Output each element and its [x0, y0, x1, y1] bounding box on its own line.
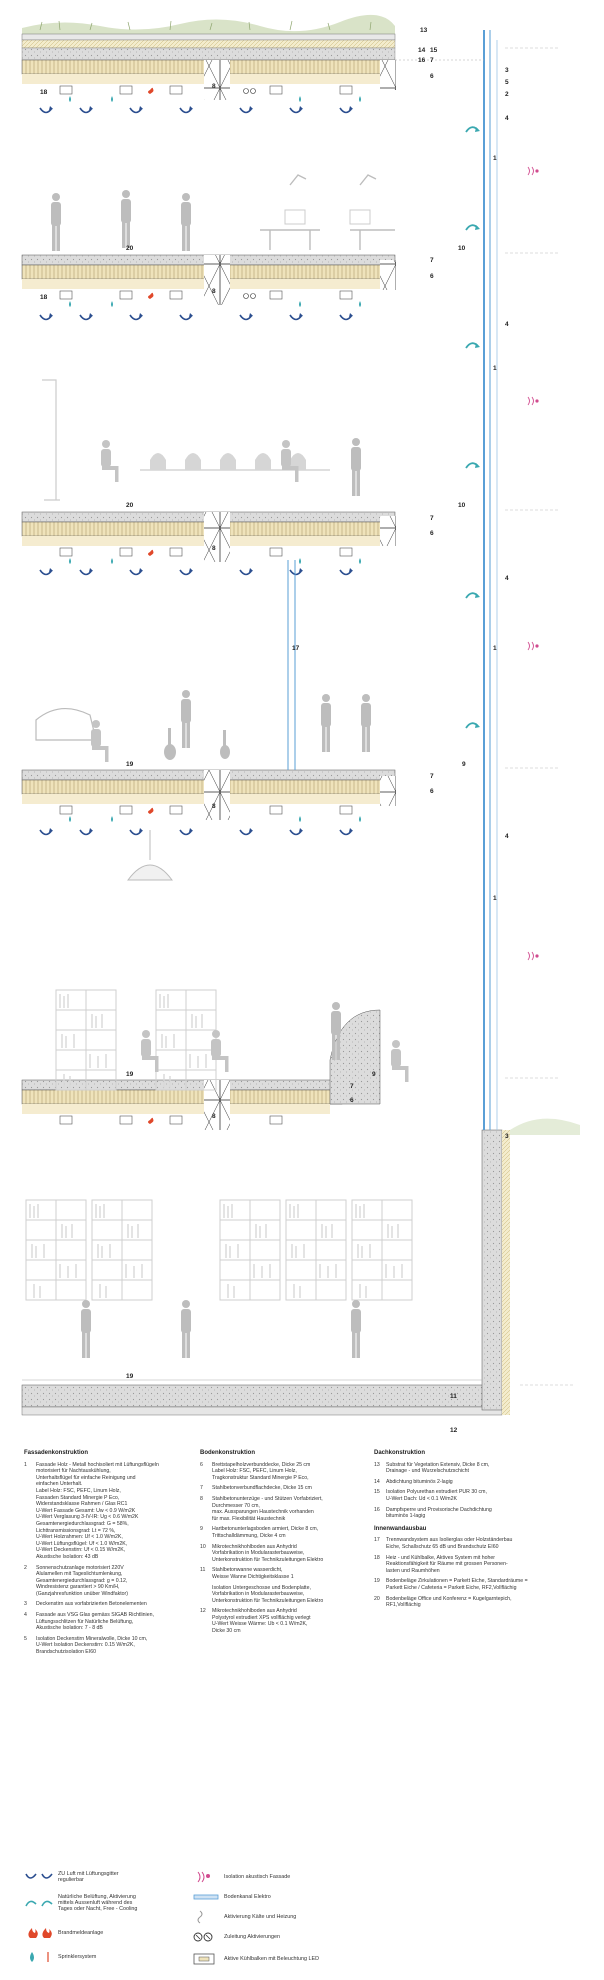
- symbol-key-right: Isolation akustisch Fassade Bodenkanal E…: [190, 1870, 470, 1974]
- label-8b: 8: [212, 288, 216, 295]
- label-8d: 8: [212, 803, 216, 810]
- label-7d: 7: [430, 773, 434, 780]
- label-3a: 3: [505, 67, 509, 74]
- label-20b: 20: [126, 502, 134, 509]
- label-6c: 6: [430, 530, 434, 537]
- fire-detector-icon: [28, 1928, 52, 1938]
- label-7a: 7: [430, 57, 434, 64]
- legend-interior-title: Innenwandausbau: [374, 1525, 427, 1532]
- label-7e: 7: [350, 1083, 354, 1090]
- people-furniture: [22, 174, 482, 1381]
- label-19c: 19: [126, 1373, 134, 1380]
- sprinkler-icon: [30, 1952, 49, 1962]
- ceiling-devices: [59, 85, 361, 1125]
- label-11: 11: [450, 1393, 457, 1400]
- label-6d: 6: [430, 788, 434, 795]
- label-5a: 5: [505, 79, 509, 86]
- label-2a: 2: [505, 91, 509, 98]
- label-4a: 4: [505, 115, 509, 122]
- floor-slabs: [21, 59, 510, 1416]
- heating-cooling-icon: [197, 1910, 203, 1924]
- label-1d: 1: [493, 895, 497, 902]
- supply-air-arrows-icon: [25, 1873, 53, 1879]
- ceiling-beams: [22, 74, 380, 1114]
- label-6b: 6: [430, 273, 434, 280]
- label-18a: 18: [40, 89, 48, 96]
- label-14: 14: [418, 47, 426, 54]
- label-13: 13: [420, 27, 428, 34]
- label-10b: 10: [458, 502, 466, 509]
- label-8e: 8: [212, 1113, 216, 1120]
- label-9b: 9: [372, 1071, 376, 1078]
- symbol-key-left: ZU Luft mit Lüftungsgitter regulierbar N…: [24, 1870, 204, 1970]
- acoustic-isolation-icon: [197, 1871, 210, 1883]
- label-19b: 19: [126, 1071, 134, 1078]
- label-1b: 1: [493, 365, 497, 372]
- label-3b: 3: [505, 1133, 509, 1140]
- label-8a: 8: [212, 83, 216, 90]
- floor-duct-icon: [193, 1894, 219, 1900]
- label-4b: 4: [505, 321, 509, 328]
- cooling-beam-led-icon: [193, 1953, 215, 1965]
- label-19a: 19: [126, 761, 134, 768]
- label-6a: 6: [430, 73, 434, 80]
- label-12: 12: [450, 1427, 458, 1434]
- supply-activation-icon: [193, 1932, 213, 1942]
- legend-facade-title: Fassadenkonstruktion: [24, 1450, 89, 1456]
- legend-item: Isolation Untergeschosse und Bodenplatte…: [212, 1584, 324, 1604]
- building-section-drawing: 13 14 15 16 7 6 3 5 2 4 1 4 1 4 1 4 1 3 …: [21, 14, 580, 1434]
- label-20a: 20: [126, 245, 134, 252]
- label-9a: 9: [462, 761, 466, 768]
- label-8c: 8: [212, 545, 216, 552]
- label-15: 15: [430, 47, 438, 54]
- natural-ventilation-arrows-icon: [25, 1900, 53, 1907]
- label-16: 16: [418, 57, 426, 64]
- label-7c: 7: [430, 515, 434, 522]
- roof: [21, 14, 396, 61]
- facade: [287, 30, 580, 1386]
- label-10a: 10: [458, 245, 466, 252]
- label-7b: 7: [430, 257, 434, 264]
- legend-floor-title: Bodenkonstruktion: [200, 1450, 255, 1456]
- label-1c: 1: [493, 645, 497, 652]
- legend-roof-title: Dachkonstruktion: [374, 1450, 426, 1456]
- label-1a: 1: [493, 155, 497, 162]
- label-17: 17: [292, 645, 300, 652]
- label-4d: 4: [505, 833, 509, 840]
- label-18b: 18: [40, 294, 48, 301]
- section-labels: 13 14 15 16 7 6 3 5 2 4 1 4 1 4 1 4 1 3 …: [40, 27, 509, 1434]
- label-4c: 4: [505, 575, 509, 582]
- label-6e: 6: [350, 1097, 354, 1104]
